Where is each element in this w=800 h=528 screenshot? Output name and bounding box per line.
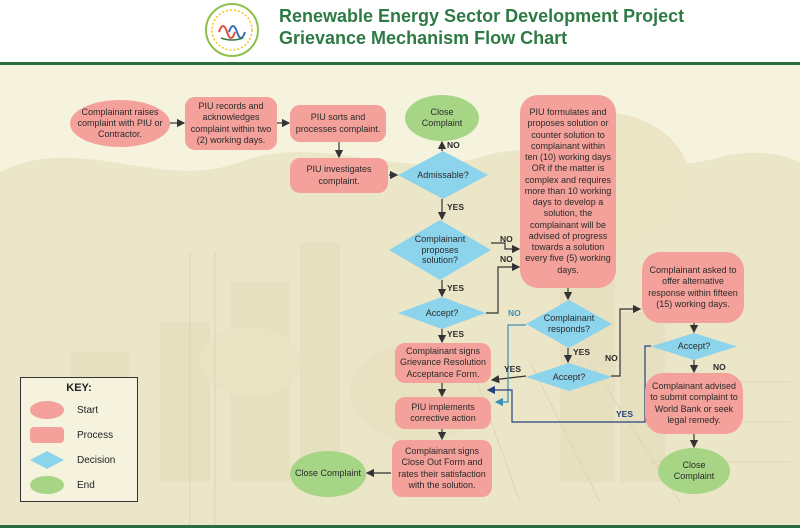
legend-end-label: End [77,479,95,491]
project-logo [205,3,259,57]
header: Renewable Energy Sector Development Proj… [0,0,800,62]
legend-start: Start [29,400,98,420]
decision-proposes-label: Complainant proposes solution? [414,233,466,266]
legend: KEY: Start Process Decision End [20,377,138,502]
label-yes-admissable: YES [447,202,465,212]
process-advised-world-bank: Complainant advised to submit complaint … [645,373,743,434]
label-yes-accept2: YES [504,364,522,374]
legend-process-label: Process [77,429,114,441]
page-subtitle: Grievance Mechanism Flow Chart [279,28,568,48]
decision-proposes-solution: Complainant proposes solution? [389,220,491,280]
legend-start-label: Start [77,404,99,416]
decision-accept-1: Accept? [398,297,486,329]
arrow-proposes-formulates [491,242,521,254]
legend-end: End [29,475,95,495]
flow-chart-canvas: Complainant raises complaint with PIU or… [0,62,800,528]
connector-lines [169,118,699,478]
label-no-accept2: NO [605,353,618,363]
legend-decision-label: Decision [77,454,116,466]
legend-process-swatch [30,427,64,443]
end-close-complaint-right: Close Complaint [658,448,730,494]
legend-decision-swatch [30,451,64,469]
label-no-accept1: NO [500,254,513,264]
decision-accept-3-label: Accept? [677,341,711,352]
arrow-accept2-signs [490,374,527,384]
legend-title: KEY: [66,382,92,394]
decision-accept-3: Accept? [651,333,737,360]
process-alternative-response: Complainant asked to offer alternative r… [642,252,744,323]
legend-decision: Decision [29,450,115,470]
decision-accept-2: Accept? [526,363,612,391]
process-record-complaint: PIU records and acknowledges complaint w… [185,97,277,150]
legend-end-swatch [30,476,64,494]
label-no-accept3: NO [713,362,726,372]
process-sort-complaint: PIU sorts and processes complaint. [290,105,386,142]
label-no-proposes: NO [500,234,513,244]
label-yes-responds: YES [573,347,591,357]
end-close-complaint-top: Close Complaint [405,95,479,141]
process-sign-resolution-form: Complainant signs Grievance Resolution A… [395,343,491,383]
arrow-accept2-alt [611,304,642,377]
decision-accept-2-label: Accept? [552,371,586,382]
end-close-complaint-left: Close Complaint [290,451,366,497]
process-implement-action: PIU implements corrective action [395,397,491,429]
label-yes-accept3: YES [616,409,634,419]
start-raise-complaint: Complainant raises complaint with PIU or… [70,100,170,147]
arrow-responds-no [494,324,526,407]
label-yes-proposes: YES [447,283,465,293]
process-sign-closeout-form: Complainant signs Close Out Form and rat… [392,440,492,497]
arrow-accept1-formulates [486,262,521,314]
arrow-accept3-yes [486,345,651,423]
label-no-responds: NO [508,308,521,318]
label-yes-accept1: YES [447,329,465,339]
decision-complainant-responds: Complainant responds? [526,300,612,348]
decision-accept-1-label: Accept? [425,307,459,318]
decision-responds-label: Complainant responds? [543,313,595,334]
legend-start-swatch [30,401,64,419]
process-formulate-solution: PIU formulates and proposes solution or … [520,95,616,288]
process-investigate: PIU investigates complaint. [290,158,388,193]
legend-process: Process [29,425,113,445]
decision-admissable-label: Admissable? [417,169,469,180]
label-no-admissable: NO [447,140,460,150]
page-title: Renewable Energy Sector Development Proj… [279,6,685,26]
decision-admissable: Admissable? [398,151,488,199]
